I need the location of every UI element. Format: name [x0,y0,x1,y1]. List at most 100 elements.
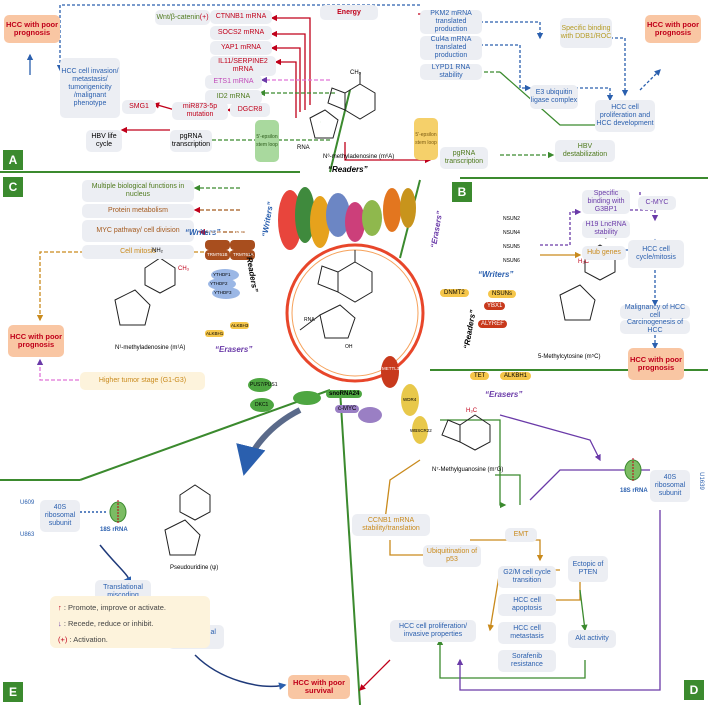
central-ring [285,243,425,383]
trmt-0: TRMT6 [207,230,222,235]
legend: ↑ : Promote, improve or activate. ↓ : Re… [50,596,210,648]
legend-plus: (+) : Activation. [58,632,202,648]
m1a-writers-label: “Writers” [185,228,221,237]
box-h19: H19 LncRNA stability [582,220,630,238]
box-ctnnb1: CTNNB1 mRNA [210,10,272,24]
psi-label: Pseudouridine (ψ) [170,565,219,571]
box-cell-mitosis: Cell mitosis [82,245,194,259]
box-myc-pathway: MYC pathway/ cell division [82,220,194,242]
nsun-1: NSUN4 [503,230,520,236]
pus-label: PUS7/PUS1 [250,382,278,388]
box-hcc-invasion: HCC cell invasion/ metastasis/ tumorigen… [60,58,120,118]
ythdf-1: YTHDF2 [210,281,228,286]
box-prolif-invasive: HCC cell proliferation/ invasive propert… [390,620,476,642]
wbscr22-label: WBSCR22 [410,428,432,433]
box-ccnb1: CCNB1 mRNA stability/translation [352,514,430,536]
cmyc-d-label: c-MYC [335,405,360,413]
box-socs2: SOCS2 mRNA [210,26,272,40]
box-metastasis: HCC cell metastasis [498,622,556,644]
rrna-d-label: 18S rRNA [620,488,648,494]
mettl1-label: METTL1 [382,366,400,371]
legend-down-text: : Recede, reduce or inhibit. [63,619,154,628]
trmt-2: TRMT61B [207,252,228,257]
dkc1-label: DKC1 [255,402,269,408]
box-cul4a: Cul4a mRNA translated production [420,36,482,60]
box-poor-prognosis-b: HCC with poor prognosis [628,348,684,380]
nsun-0: NSUN2 [503,216,520,222]
u863-label: U863 [20,532,35,538]
ythdf-2: YTHDF3 [214,290,232,295]
legend-plus-text: : Activation. [69,635,108,644]
box-akt: Akt activity [568,630,616,648]
box-lypd1: LYPD1 RNA stability [420,64,482,80]
box-malignancy: Malignancy of HCC cell [620,304,690,319]
rrna-e-label: 18S rRNA [100,527,128,533]
box-pten: Ectopic of PTEN [568,556,608,582]
box-ubiq-p53: Ubiquitination of p53 [423,545,481,567]
m5c-erasers-label: “Erasers” [485,390,523,399]
alkbh-0: ALKBH1 [205,330,225,337]
alyref-label: ALYREF [478,320,507,328]
center-ch3: CH₃ [350,70,362,76]
dnmt2-label: DNMT2 [440,289,469,297]
box-cmyc-b: C-MYC [638,196,676,210]
snorna24-label: snoRNA24 [326,390,363,398]
m5c-h3c: H₃C [578,259,590,265]
box-smg1: SMG1 [122,100,156,114]
box-bio-functions: Multiple biological functions in nucleus [82,180,194,202]
psi-protein-complex [248,378,321,412]
panel-d-tag: D [684,680,704,700]
box-poor-survival: HCC with poor survival [288,675,350,699]
box-apoptosis: HCC cell apoptosis [498,594,556,616]
box-il11: IL11/SERPINE2 mRNA [210,56,276,76]
box-cycle-mitosis: HCC cell cycle/mitosis [628,240,684,268]
m1a-nh2: NH₂ [152,248,163,254]
alkbh-1: ALKBH3 [230,322,250,329]
box-poor-prognosis-c: HCC with poor prognosis [8,325,64,357]
legend-up: ↑ : Promote, improve or activate. [58,603,166,612]
box-g3bp1: Specific binding with G3BP1 [582,190,630,214]
wnt-plus: (+) [199,13,209,21]
legend-plus-sym: (+) [58,635,68,644]
m5c-molecule [559,244,616,321]
ring-oh: OH [345,344,353,350]
nsuns-label: NSUNs [488,290,517,298]
box-mir873: miR873-5p mutation [172,102,228,120]
rrna-icon-right [624,458,642,482]
box-hbv-destab: HBV destabilization [555,140,615,162]
panel-e-tag: E [3,682,23,702]
m7g-molecule [441,414,491,451]
panel-d-connectors [359,414,661,691]
trmt-1: TRMT10C [233,230,254,235]
box-pkm2: PKM2 mRNA translated production [420,10,482,34]
u1639-label: U1639 [697,472,704,490]
panel-a-tag: A [3,150,23,170]
m5c-writers-label: “Writers” [478,270,514,279]
box-40s-e: 40S ribosomal subunit [40,500,80,532]
m1a-ch3: CH₃ [178,266,190,272]
center-m6a-label: N⁶-methyladenosine (m⁶A) [323,154,395,160]
box-g2m: G2/M cell cycle transition [498,566,556,588]
box-hbv-life: HBV life cycle [86,130,122,152]
panel-c-tag: C [3,177,23,197]
box-protein-metabolism: Protein metabolism [82,204,194,218]
box-e3: E3 ubiquitin ligase complex [530,85,578,109]
panel-e-connectors [80,407,302,690]
panel-b-tag: B [452,182,472,202]
m7g-h3c: H₃C [466,408,478,414]
psi-molecule [164,484,211,556]
box-40s-d: 40S ribosomal subunit [650,470,690,502]
box-ets1: ETS1 mRNA [205,75,262,89]
legend-down: ↓ : Recede, reduce or inhibit. [58,619,154,628]
box-pgrna-left: pgRNA transcription [170,130,212,152]
box-ddb1: Specific binding with DDB1/ROC [560,18,612,48]
box-wnt: Wnt/β-catenin(+) [155,10,210,25]
u609-label: U609 [20,500,35,506]
box-stemloop-right: 5'-epsilon stem loop [414,118,438,160]
box-energy: Energy [320,5,378,20]
box-hub-genes: Hub genes [582,246,626,260]
panel-dividers [0,89,708,705]
wnt-text: Wnt/β-catenin [156,13,200,21]
ythdf-0: YTHDF1 [213,272,231,277]
